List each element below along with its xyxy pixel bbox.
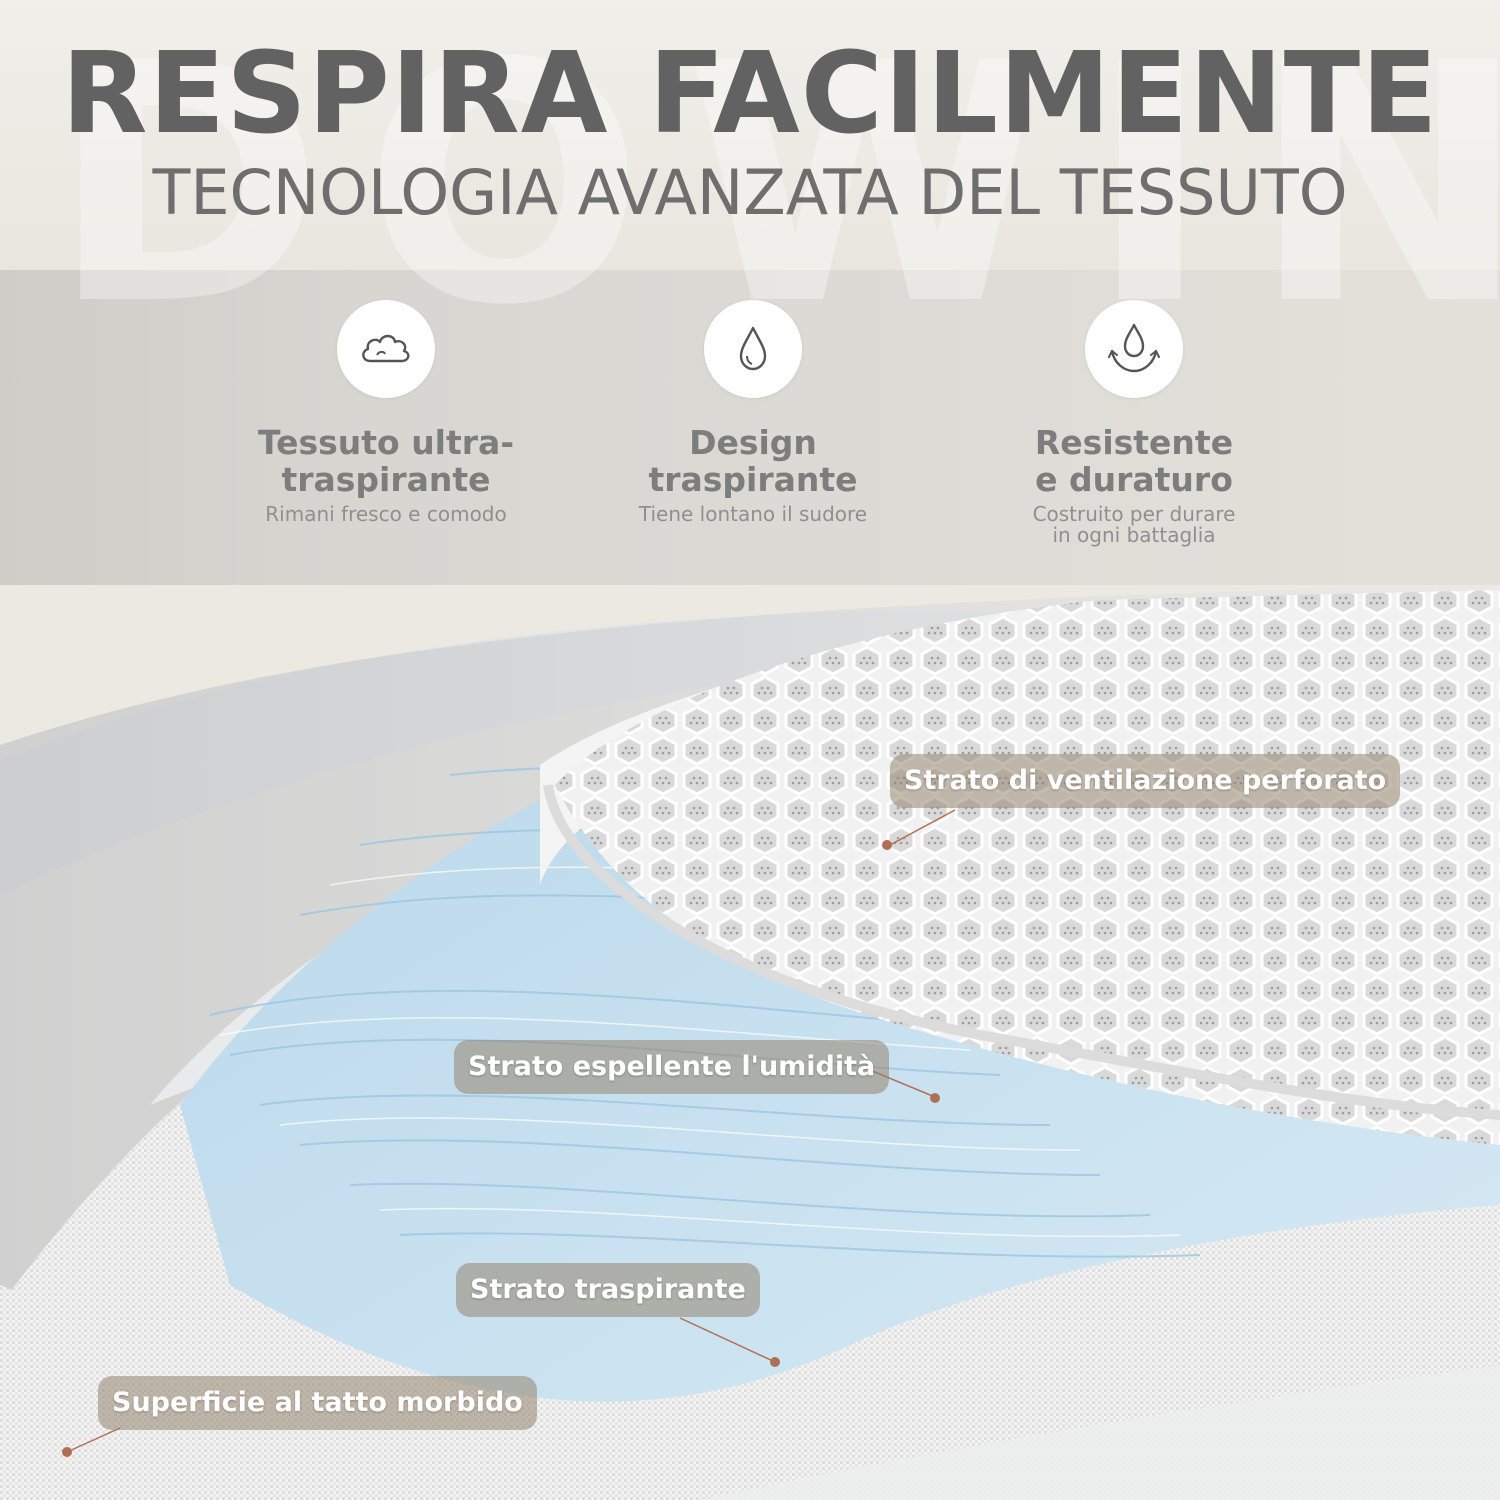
marker-dot [62, 1447, 72, 1457]
feature-title: Tessuto ultra- traspirante [257, 423, 515, 499]
label-soft-touch-surface: Superficie al tatto morbido [98, 1376, 537, 1430]
label-perforated-ventilation-layer: Strato di ventilazione perforato [890, 754, 1401, 808]
feature-description: Tiene lontano il sudore [638, 502, 868, 526]
water-drop-icon [704, 300, 802, 398]
page-subtitle: TECNOLOGIA AVANZATA DEL TESSUTO [152, 156, 1348, 229]
water-resistant-icon [1085, 300, 1183, 398]
marker-dot [930, 1093, 940, 1103]
feature-breathable-design: Design traspirante Tiene lontano il sudo… [573, 300, 933, 525]
marker-dot [770, 1357, 780, 1367]
feature-breathable-fabric: Tessuto ultra- traspirante Rimani fresco… [206, 300, 566, 525]
feature-title: Design traspirante [648, 423, 858, 499]
feature-title: Resistente e duraturo [1034, 423, 1234, 499]
label-moisture-wicking-layer: Strato espellente l'umidità [454, 1040, 890, 1094]
header-background [0, 0, 1500, 270]
page-title: RESPIRA FACILMENTE [61, 29, 1439, 159]
label-breathable-layer: Strato traspirante [456, 1263, 760, 1317]
feature-description: Costruito per durare in ogni battaglia [1032, 502, 1236, 547]
feature-description: Rimani fresco e comodo [265, 502, 507, 526]
feature-durable: Resistente e duraturo Costruito per dura… [954, 300, 1314, 546]
cloud-icon [337, 300, 435, 398]
marker-dot [882, 840, 892, 850]
